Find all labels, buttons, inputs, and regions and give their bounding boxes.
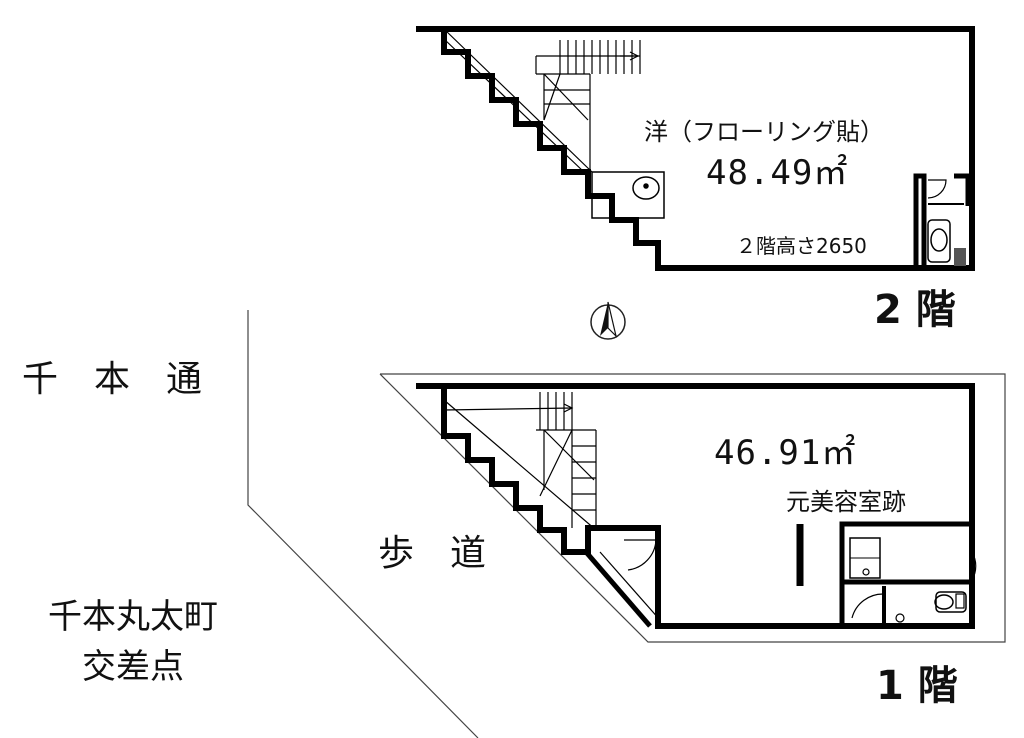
floor2-room-type: 洋（フローリング貼）	[644, 118, 884, 146]
floor1-former-use: 元美容室跡	[786, 488, 906, 516]
floor1-outer-wall	[416, 383, 975, 629]
floor1-stairs	[443, 392, 597, 531]
floor2-toilet-room	[913, 173, 971, 268]
sidewalk-label: 歩 道	[378, 533, 487, 574]
floor2-washbasin	[591, 171, 665, 219]
floor1-entrance	[584, 539, 661, 628]
intersection-label-line2: 交差点	[82, 647, 184, 687]
street-label-senbon: 千 本 通	[22, 359, 203, 400]
street-edge-lines	[247, 310, 1006, 738]
floor2-stairs	[443, 28, 641, 173]
floor1-name: 1 階	[876, 663, 958, 709]
intersection-label-line1: 千本丸太町	[48, 597, 218, 637]
floor2-area: 48.49㎡	[706, 153, 849, 193]
floor1-plan	[416, 383, 977, 629]
floor2-ceiling-height: ２階高さ2650	[736, 234, 867, 258]
floor2-outer-wall	[416, 26, 975, 271]
floor1-area: 46.91㎡	[714, 433, 857, 473]
floor2-plan	[416, 26, 975, 271]
north-arrow-icon	[590, 301, 626, 340]
floor1-bath-toilet	[839, 521, 977, 626]
floor2-name: 2 階	[874, 287, 956, 333]
